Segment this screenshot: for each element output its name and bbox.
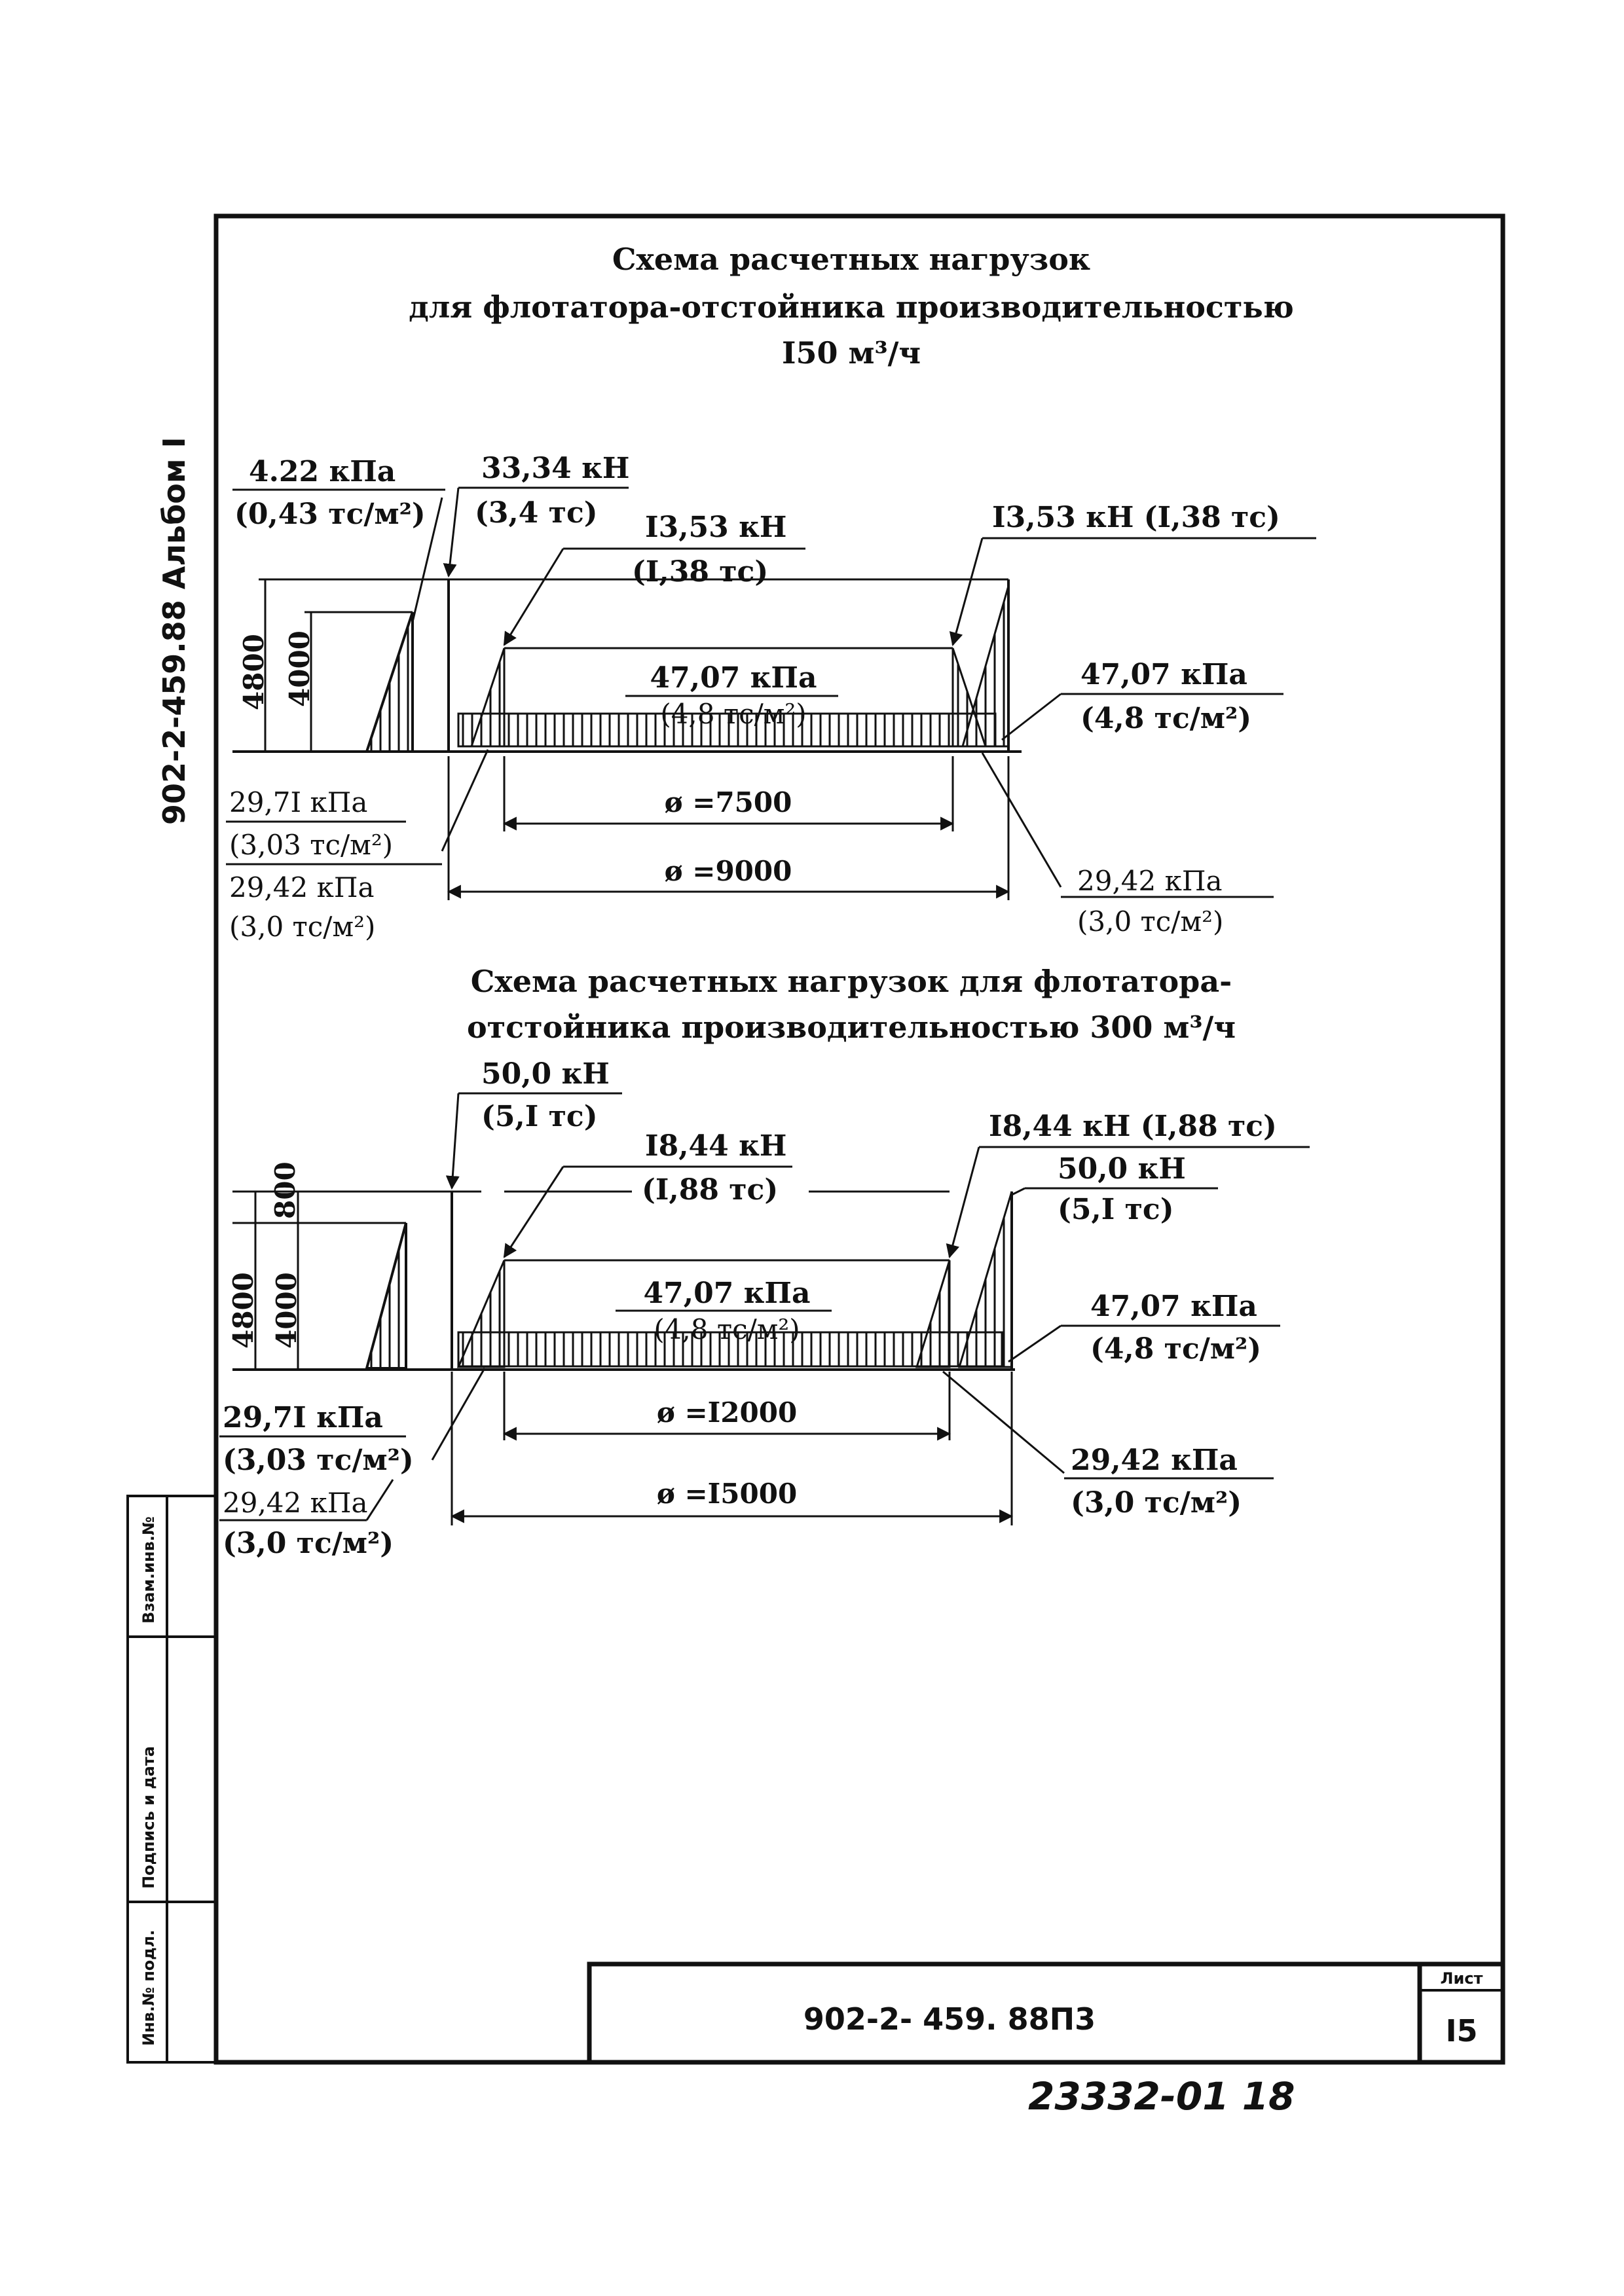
inner-pressure-right	[915, 1260, 951, 1368]
diagram1-title-line3: I50 м³/ч	[782, 335, 921, 371]
label-base-left-1-tc: (3,03 тс/м²)	[223, 1444, 414, 1477]
label-base-right-tc: (3,0 тс/м²)	[1077, 905, 1223, 938]
label-force-inner-tc: (I,38 тс)	[632, 555, 768, 589]
stamp-strip: Инв.№ подл. Подпись и дата Взам.инв.№	[126, 1495, 217, 2064]
diagram1-title-line2: для флотатора-отстойника производительно…	[409, 289, 1294, 325]
label-force-inner: I3,53 кН	[645, 511, 786, 544]
sheet-frame	[213, 213, 1505, 2065]
label-base-left-1: 29,7I кПа	[223, 1401, 383, 1434]
label-base-left-2: 29,42 кПа	[223, 1487, 368, 1519]
label-force-right: I3,53 кН (I,38 тс)	[992, 501, 1280, 534]
label-bottom-center: 47,07 кПа	[644, 1277, 811, 1310]
label-force-right-2-tc: (5,I тс)	[1058, 1193, 1174, 1226]
label-force-right-2: 50,0 кН	[1058, 1152, 1186, 1186]
label-force-inner: I8,44 кН	[645, 1129, 786, 1163]
label-base-left-2-tc: (3,0 тс/м²)	[229, 911, 375, 943]
wall-pressure-diagram	[365, 611, 414, 753]
diagram-300: Схема расчетных нагрузок для флотатора- …	[219, 964, 1310, 1560]
dim-height-top: 800	[269, 1161, 301, 1219]
label-force-inner-tc: (I,88 тс)	[642, 1173, 778, 1207]
label-base-right: 29,42 кПа	[1077, 865, 1223, 897]
dim-diameter-inner: ø =I2000	[657, 1396, 797, 1429]
dim-height-total: 4800	[227, 1272, 259, 1349]
label-wall-pressure-tc: (0,43 тс/м²)	[234, 498, 426, 531]
label-force-left: 50,0 кН	[481, 1057, 610, 1091]
label-force-right: I8,44 кН (I,88 тс)	[989, 1110, 1277, 1143]
diagram2-title-line1: Схема расчетных нагрузок для флотатора-	[471, 964, 1232, 999]
side-album-label: 902-2-459.88 Альбом I	[157, 437, 192, 825]
title-block: 902-2- 459. 88П3 Лист I5	[587, 1961, 1505, 2065]
diagram2-title-line2: отстойника производительностью 300 м³/ч	[467, 1010, 1236, 1045]
sheet-number: I5	[1445, 2013, 1477, 2049]
label-bottom-center: 47,07 кПа	[650, 661, 817, 695]
label-bottom-center-tc: (4,8 тс/м²)	[654, 1313, 800, 1345]
diagram1-title-line1: Схема расчетных нагрузок	[612, 242, 1090, 277]
diagram-150: Схема расчетных нагрузок для флотатора-о…	[226, 242, 1316, 943]
sheet-label: Лист	[1441, 1969, 1483, 1988]
stamp-inv-podl: Инв.№ подл.	[139, 1930, 158, 2046]
label-force-left: 33,34 кН	[481, 452, 629, 485]
dim-height-total: 4800	[238, 634, 270, 710]
wall-pressure-diagram	[365, 1222, 407, 1370]
label-base-right: 29,42 кПа	[1071, 1444, 1238, 1477]
label-bottom-right-tc: (4,8 тс/м²)	[1080, 702, 1251, 735]
label-base-left-1-tc: (3,03 тс/м²)	[229, 829, 393, 861]
label-bottom-right: 47,07 кПа	[1080, 658, 1247, 691]
inner-pressure-left	[456, 1260, 506, 1368]
dim-diameter-inner: ø =7500	[665, 786, 792, 818]
dim-diameter-outer: ø =I5000	[657, 1478, 797, 1510]
bottom-pressure-diagram	[457, 1331, 1003, 1368]
dim-height-water: 4000	[284, 630, 316, 707]
label-bottom-right-tc: (4,8 тс/м²)	[1090, 1332, 1261, 1366]
label-bottom-right: 47,07 кПа	[1090, 1290, 1257, 1323]
label-force-left-tc: (5,I тс)	[481, 1100, 598, 1133]
label-base-left-2-tc: (3,0 тс/м²)	[223, 1527, 394, 1560]
label-wall-pressure: 4.22 кПа	[249, 455, 396, 488]
label-base-left-2: 29,42 кПа	[229, 871, 375, 903]
document-code: 902-2- 459. 88П3	[803, 2001, 1096, 2037]
label-base-left-1: 29,7I кПа	[229, 786, 367, 818]
label-base-right-tc: (3,0 тс/м²)	[1071, 1486, 1242, 1520]
dim-diameter-outer: ø =9000	[665, 855, 792, 887]
bottom-pressure-diagram	[457, 712, 997, 748]
label-bottom-center-tc: (4,8 тс/м²)	[660, 698, 806, 730]
inner-pressure-left	[470, 647, 506, 748]
stamp-signature-date: Подпись и дата	[139, 1746, 158, 1889]
dim-height-water: 4000	[270, 1272, 303, 1349]
label-force-left-tc: (3,4 тс)	[475, 496, 598, 530]
outer-pressure-right	[957, 1191, 1013, 1368]
outer-pressure-right	[961, 585, 1010, 748]
handwritten-number: 23332-01 18	[1028, 2074, 1295, 2119]
stamp-vzam-inv: Взам.инв.№	[139, 1516, 158, 1624]
